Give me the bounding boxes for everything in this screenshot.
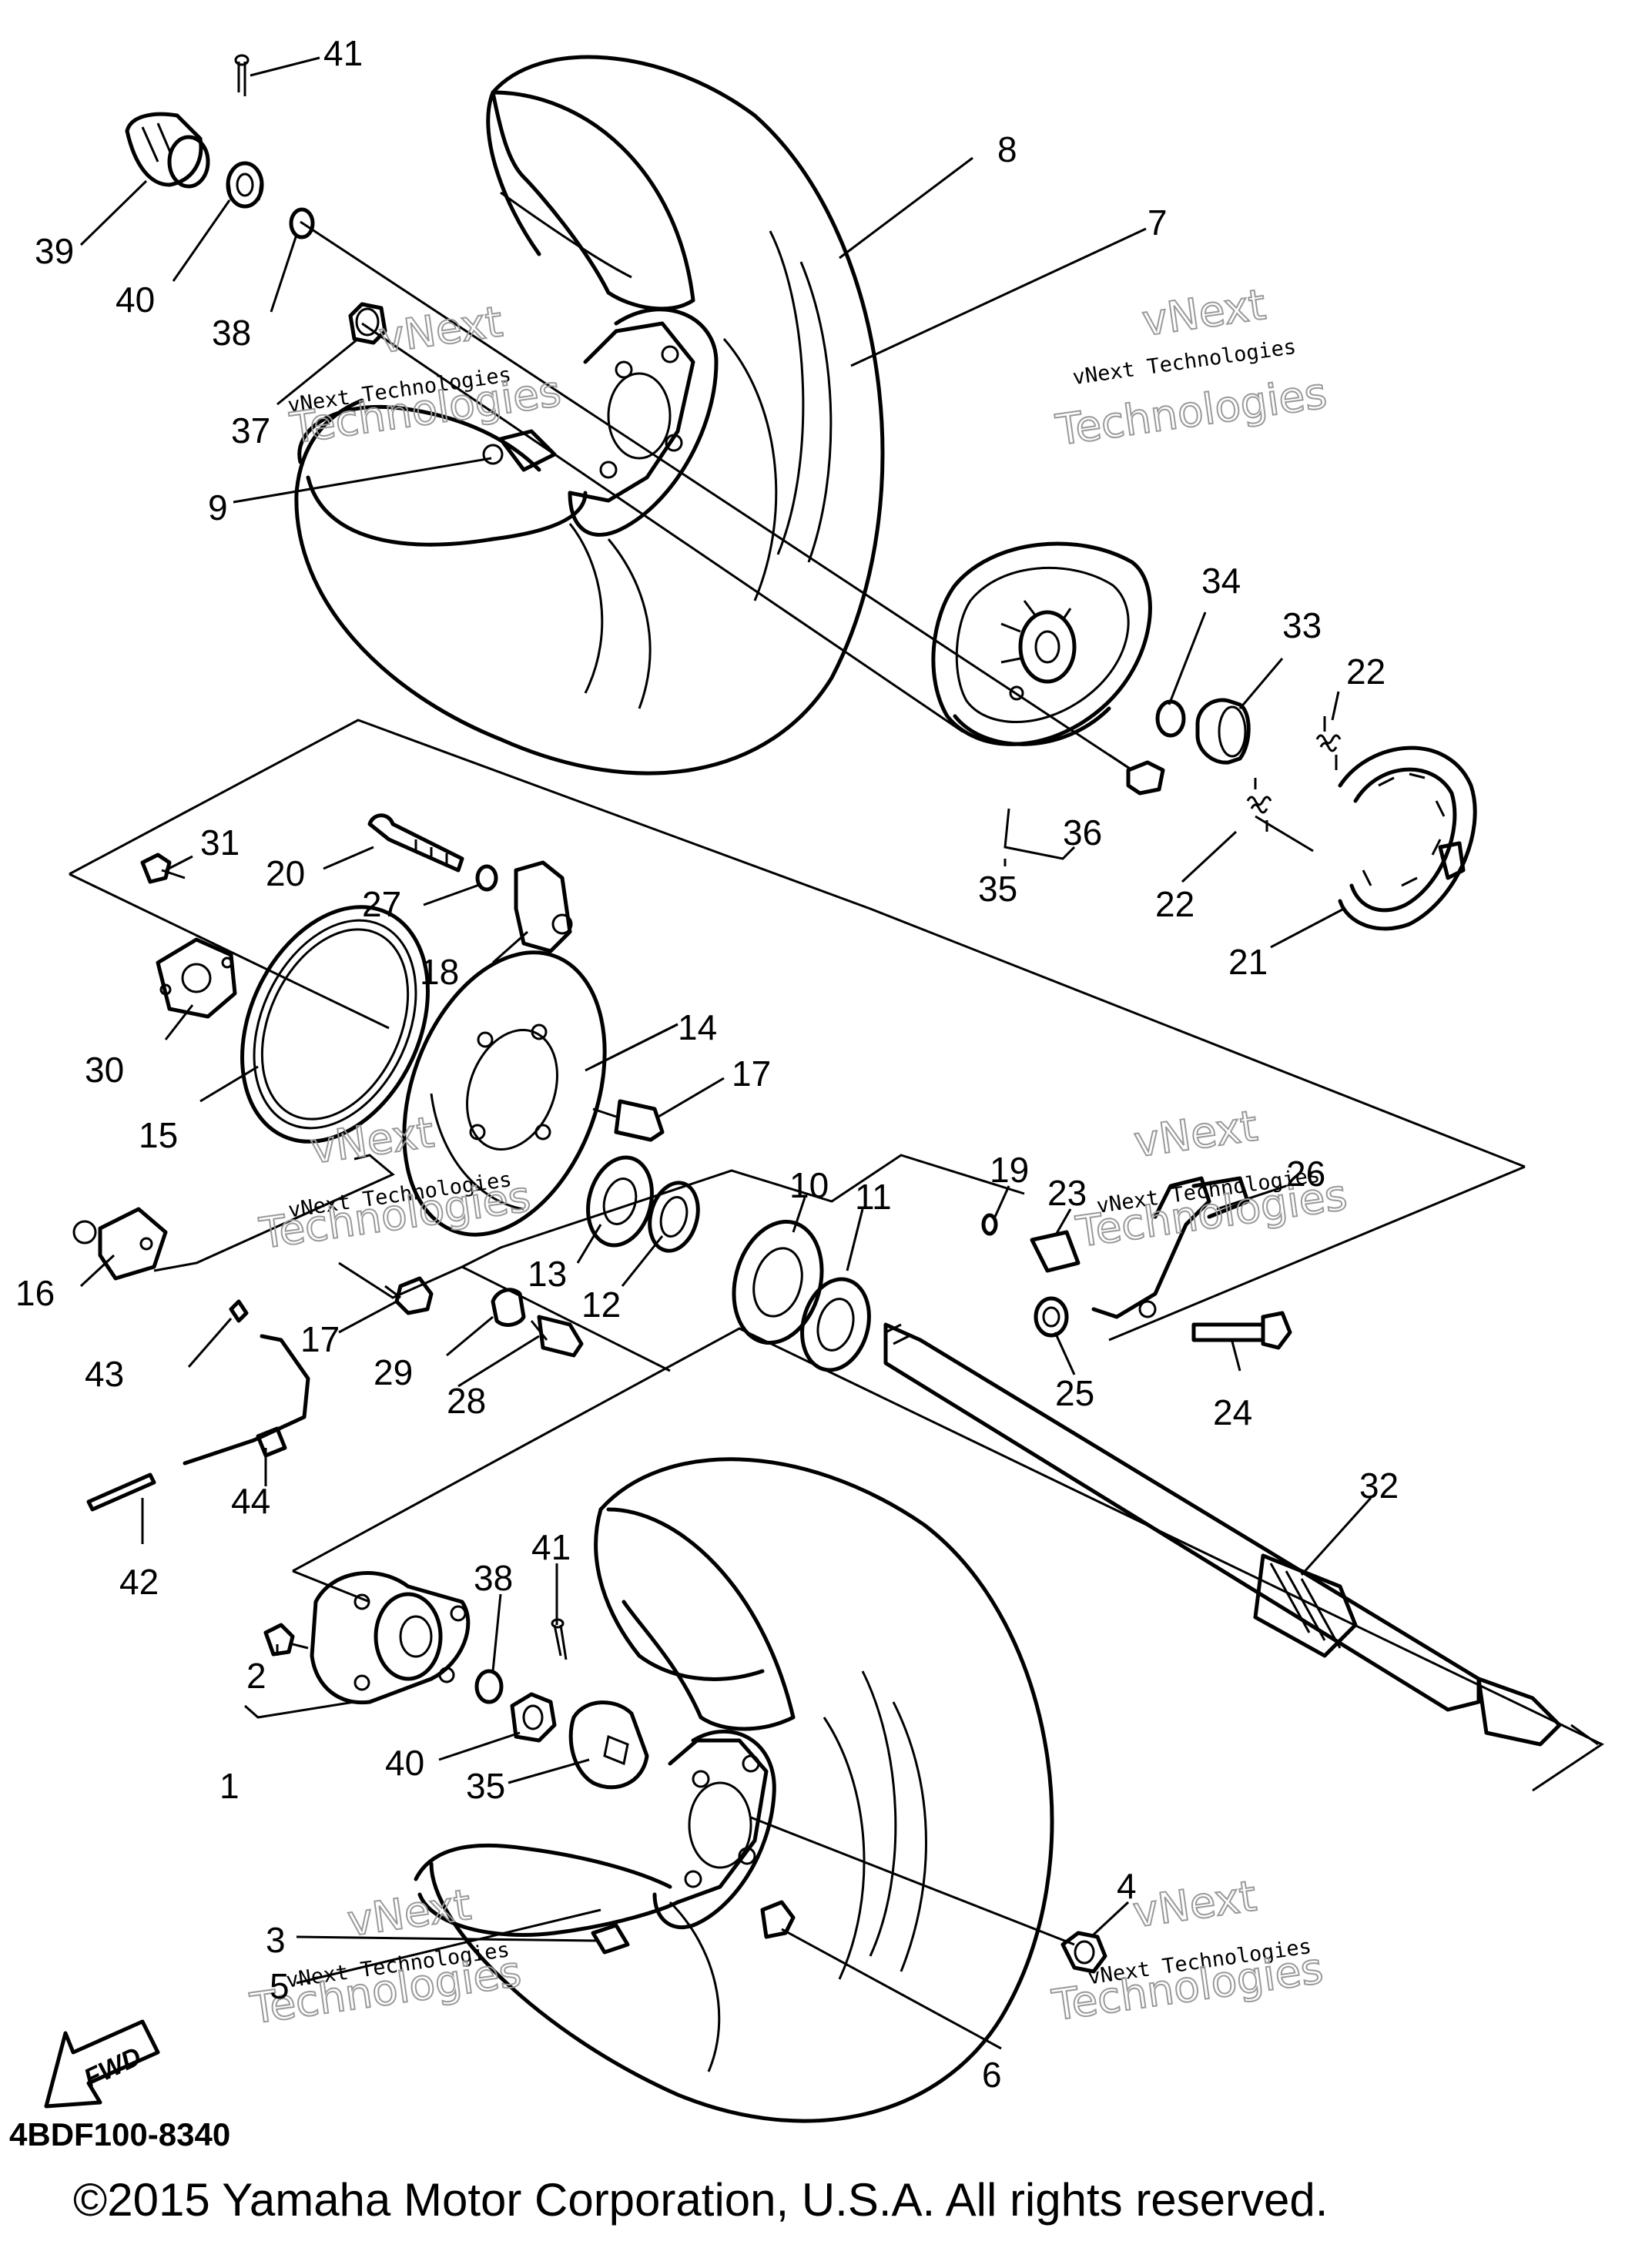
callout-24: 24 (1213, 1392, 1252, 1432)
callout-36: 36 (1063, 812, 1102, 853)
callout-34: 34 (1201, 561, 1241, 601)
callout-17: 17 (300, 1319, 340, 1359)
seal-and-collar (1155, 698, 1251, 765)
callout-40: 40 (116, 280, 155, 320)
callout-28: 28 (447, 1381, 486, 1421)
callout-4: 4 (1117, 1866, 1137, 1906)
callout-32: 32 (1359, 1466, 1399, 1506)
part-callouts: 41 39 40 38 37 9 8 7 34 33 22 36 35 22 2… (15, 33, 1399, 2095)
callout-37: 37 (231, 410, 270, 451)
callout-7: 7 (1148, 203, 1168, 243)
callout-12: 12 (581, 1285, 621, 1325)
callout-17: 17 (732, 1054, 771, 1094)
callout-30: 30 (85, 1050, 124, 1090)
watermark: vNext Technologies vNext Technologies (1048, 1871, 1327, 2032)
watermark-text-outline: vNext (1131, 1100, 1261, 1167)
callout-38: 38 (474, 1558, 513, 1598)
watermark-text-outline: vNext (1139, 280, 1268, 346)
callout-41: 41 (323, 33, 363, 73)
callout-33: 33 (1282, 605, 1322, 645)
callout-42: 42 (119, 1562, 159, 1602)
lower-hub-parts (263, 1571, 1107, 1974)
callout-38: 38 (212, 313, 251, 353)
callout-35: 35 (466, 1766, 505, 1806)
brake-shoe (1246, 716, 1477, 931)
callout-41: 41 (531, 1527, 571, 1567)
callout-6: 6 (982, 2055, 1002, 2095)
callout-22: 22 (1346, 652, 1385, 692)
upper-hub-parts (125, 54, 387, 345)
callout-10: 10 (789, 1165, 829, 1205)
callout-25: 25 (1055, 1373, 1094, 1413)
callout-20: 20 (266, 853, 305, 893)
leader-lines (79, 56, 1372, 2050)
fwd-label: FWD (79, 2042, 146, 2093)
lower-tire (414, 1457, 1054, 2123)
callout-26: 26 (1286, 1154, 1325, 1194)
callout-14: 14 (678, 1007, 717, 1047)
callout-2: 2 (246, 1656, 266, 1696)
callout-19: 19 (990, 1150, 1029, 1190)
callout-13: 13 (528, 1254, 567, 1294)
callout-44: 44 (231, 1481, 270, 1521)
callout-39: 39 (35, 231, 74, 271)
copyright-notice: ©2015 Yamaha Motor Corporation, U.S.A. A… (73, 2174, 1328, 2226)
diagram-code: 4BDF100-8340 (9, 2116, 231, 2152)
callout-8: 8 (997, 129, 1017, 169)
callout-27: 27 (362, 884, 401, 924)
callout-40: 40 (385, 1743, 424, 1783)
callout-35: 35 (978, 869, 1017, 909)
callout-23: 23 (1047, 1173, 1087, 1213)
callout-15: 15 (139, 1115, 178, 1155)
callout-1: 1 (219, 1766, 240, 1806)
fwd-arrow: FWD (44, 2019, 160, 2109)
group-lines (69, 719, 1605, 1792)
callout-31: 31 (200, 822, 240, 863)
callout-43: 43 (85, 1354, 124, 1394)
watermark-text-outline: vNext (376, 296, 505, 363)
callout-11: 11 (855, 1177, 892, 1217)
breather-hose (86, 1299, 310, 1512)
callout-3: 3 (266, 1920, 286, 1960)
watermark-text-outline: vNext (1130, 1871, 1259, 1938)
watermark-text-outline: vNext (344, 1880, 474, 1946)
watermark: vNext Technologies vNext Technologies (1052, 279, 1331, 456)
callout-18: 18 (420, 952, 459, 992)
brake-drum (931, 541, 1152, 746)
rear-axle (883, 1322, 1599, 1747)
callout-16: 16 (15, 1273, 55, 1313)
callout-5: 5 (270, 1966, 290, 2006)
callout-9: 9 (208, 487, 228, 528)
callout-21: 21 (1228, 942, 1268, 982)
upper-tire (294, 55, 885, 776)
brake-panel (72, 813, 871, 1372)
callout-22: 22 (1155, 884, 1194, 924)
callout-29: 29 (374, 1352, 413, 1392)
brake-lever-parts (981, 1176, 1292, 1350)
